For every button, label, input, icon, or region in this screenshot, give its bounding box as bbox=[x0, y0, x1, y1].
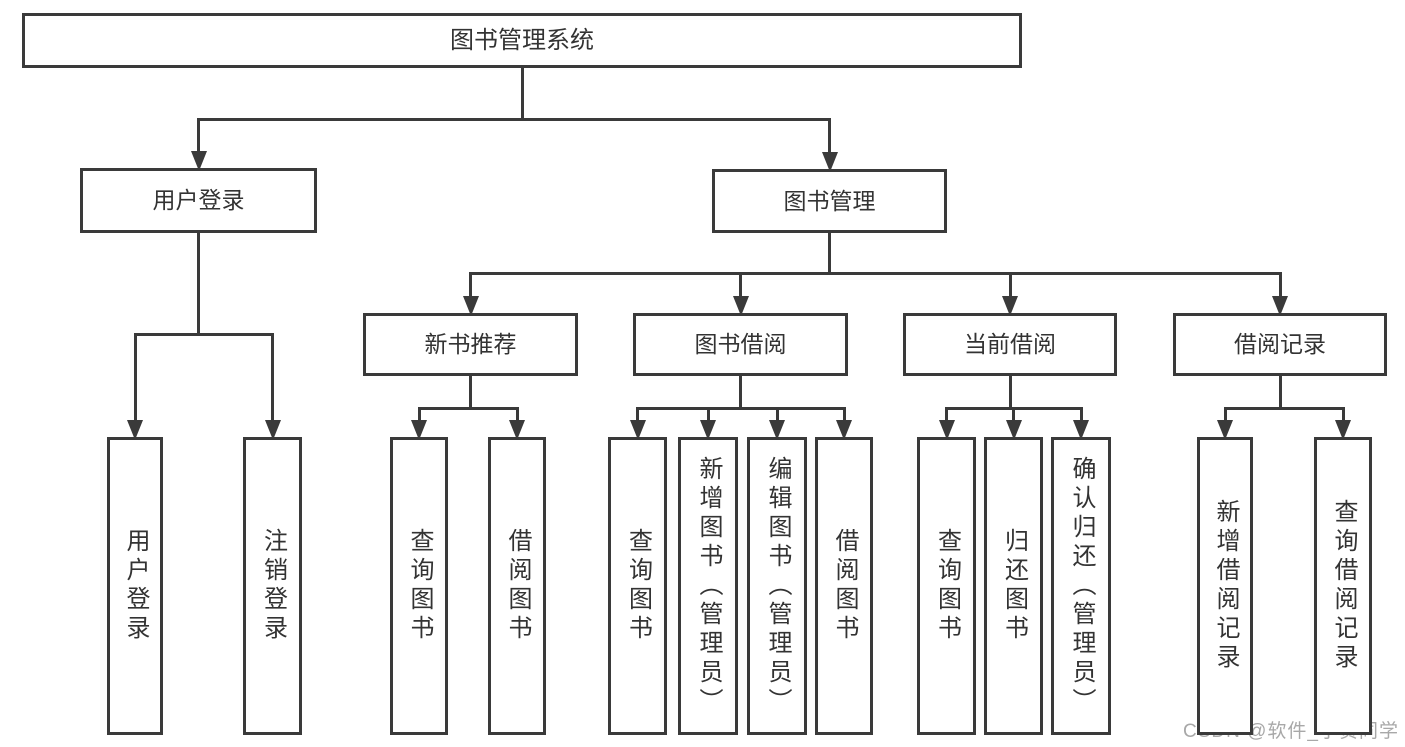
connector-line bbox=[133, 333, 274, 336]
connector-line bbox=[469, 272, 472, 299]
node-mgmt: 图书管理 bbox=[712, 169, 947, 233]
node-label: 新增图书（管理员） bbox=[695, 455, 722, 717]
node-label: 借阅记录 bbox=[1234, 331, 1326, 357]
node-log-1: 新增借阅记录 bbox=[1197, 437, 1253, 735]
node-label: 归还图书 bbox=[1000, 528, 1028, 644]
arrowhead-icon bbox=[462, 296, 479, 316]
node-login: 用户登录 bbox=[80, 168, 317, 233]
node-log-2: 查询借阅记录 bbox=[1314, 437, 1372, 735]
arrowhead-icon bbox=[1335, 420, 1351, 440]
connector-line bbox=[828, 118, 831, 155]
node-label: 查询图书 bbox=[406, 528, 433, 644]
connector-line bbox=[842, 407, 846, 423]
arrowhead-icon bbox=[411, 420, 427, 440]
node-label: 图书借阅 bbox=[694, 331, 787, 357]
node-label: 查询借阅记录 bbox=[1330, 499, 1357, 673]
node-recommend: 新书推荐 bbox=[363, 313, 578, 376]
node-rec-1: 查询图书 bbox=[390, 437, 448, 735]
arrowhead-icon bbox=[127, 420, 143, 440]
connector-line bbox=[197, 233, 200, 336]
node-label: 新增借阅记录 bbox=[1212, 499, 1239, 673]
connector-line bbox=[1341, 407, 1345, 423]
node-label: 借阅图书 bbox=[504, 528, 531, 644]
connector-line bbox=[739, 376, 742, 410]
node-label: 查询图书 bbox=[624, 528, 652, 644]
arrowhead-icon bbox=[509, 420, 525, 440]
connector-line bbox=[197, 118, 831, 121]
connector-line bbox=[520, 68, 524, 121]
connector-line bbox=[1278, 272, 1282, 299]
connector-line bbox=[1223, 407, 1345, 410]
connector-line bbox=[271, 333, 274, 423]
node-label: 查询图书 bbox=[933, 528, 961, 644]
arrowhead-icon bbox=[190, 151, 207, 171]
arrowhead-icon bbox=[1073, 420, 1089, 440]
node-login-2: 注销登录 bbox=[243, 437, 302, 735]
node-label: 注销登录 bbox=[259, 528, 287, 644]
connector-line bbox=[417, 407, 421, 423]
arrowhead-icon bbox=[836, 420, 852, 440]
node-root: 图书管理系统 bbox=[22, 13, 1022, 68]
node-records: 借阅记录 bbox=[1173, 313, 1387, 376]
connector-line bbox=[775, 407, 779, 423]
node-label: 编辑图书（管理员） bbox=[764, 455, 791, 717]
node-bor-2: 新增图书（管理员） bbox=[678, 437, 738, 735]
connector-line bbox=[739, 272, 742, 299]
arrowhead-icon bbox=[1005, 420, 1022, 440]
arrowhead-icon bbox=[769, 420, 785, 440]
arrowhead-icon bbox=[1002, 296, 1018, 316]
arrowhead-icon bbox=[1272, 296, 1288, 316]
node-cur-2: 归还图书 bbox=[984, 437, 1043, 735]
connector-line bbox=[1012, 407, 1015, 423]
connector-line bbox=[1008, 376, 1012, 410]
connector-line bbox=[1223, 407, 1227, 423]
arrowhead-icon bbox=[629, 420, 646, 440]
node-cur-3: 确认归还（管理员） bbox=[1051, 437, 1111, 735]
node-label: 当前借阅 bbox=[964, 331, 1056, 357]
node-label: 图书管理 bbox=[783, 187, 876, 214]
connector-line bbox=[133, 333, 137, 423]
node-login-1: 用户登录 bbox=[107, 437, 163, 735]
arrowhead-icon bbox=[1217, 420, 1233, 440]
node-borrow: 图书借阅 bbox=[633, 313, 848, 376]
connector-line bbox=[1278, 376, 1282, 410]
node-bor-1: 查询图书 bbox=[608, 437, 667, 735]
arrowhead-icon bbox=[821, 152, 838, 172]
node-bor-4: 借阅图书 bbox=[815, 437, 873, 735]
node-label: 用户登录 bbox=[122, 528, 149, 644]
connector-line bbox=[197, 118, 200, 154]
connector-line bbox=[706, 407, 710, 423]
node-label: 图书管理系统 bbox=[450, 26, 594, 54]
connector-line bbox=[469, 376, 472, 410]
connector-line bbox=[1079, 407, 1083, 423]
connector-line bbox=[636, 407, 639, 423]
connector-line bbox=[636, 407, 846, 410]
connector-line bbox=[469, 272, 1282, 275]
node-rec-2: 借阅图书 bbox=[488, 437, 546, 735]
connector-line bbox=[417, 407, 519, 410]
node-bor-3: 编辑图书（管理员） bbox=[747, 437, 807, 735]
node-label: 用户登录 bbox=[152, 187, 245, 213]
node-label: 新书推荐 bbox=[424, 331, 517, 357]
arrowhead-icon bbox=[264, 420, 281, 440]
connector-line bbox=[1008, 272, 1012, 299]
node-label: 确认归还（管理员） bbox=[1068, 455, 1095, 717]
node-current: 当前借阅 bbox=[903, 313, 1117, 376]
arrowhead-icon bbox=[732, 296, 749, 316]
connector-line bbox=[945, 407, 948, 423]
connector-line bbox=[828, 233, 831, 275]
connector-line bbox=[515, 407, 519, 423]
node-label: 借阅图书 bbox=[831, 528, 858, 644]
arrowhead-icon bbox=[938, 420, 955, 440]
node-cur-1: 查询图书 bbox=[917, 437, 976, 735]
arrowhead-icon bbox=[700, 420, 716, 440]
